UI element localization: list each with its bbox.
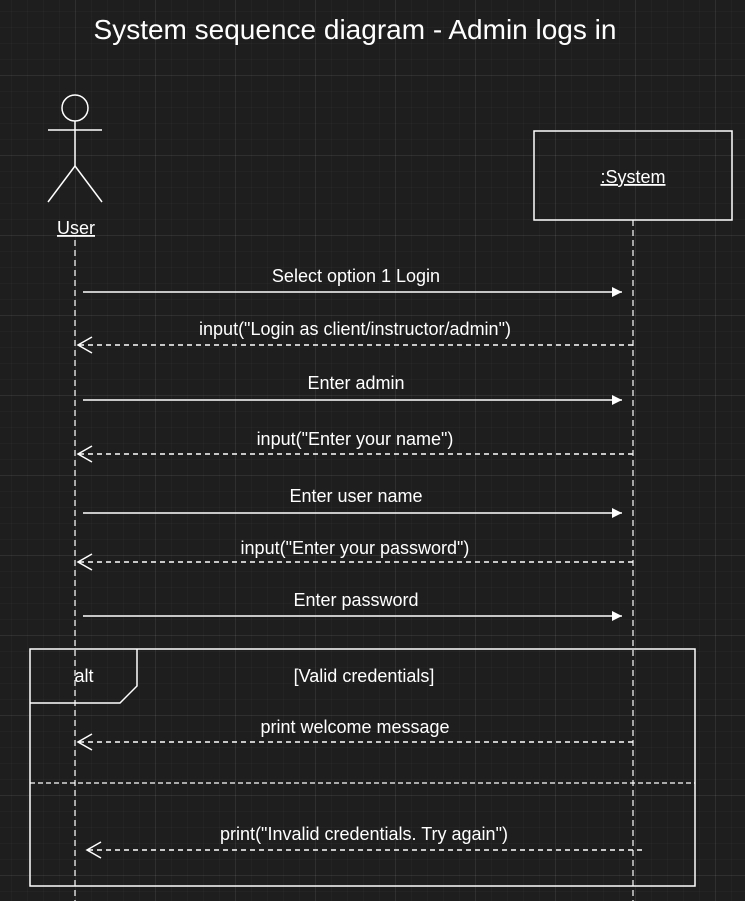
reply-welcome-message: print welcome message [76,717,633,751]
system-label: :System [600,167,665,187]
message-label: input("Enter your password") [241,538,470,558]
reply-enter-password: input("Enter your password") [76,538,633,571]
alt-guard-label: [Valid credentials] [294,666,435,686]
message-enter-user-name: Enter user name [83,486,622,518]
message-enter-password: Enter password [83,590,622,621]
alt-operator-label: alt [74,666,93,686]
reply-enter-name: input("Enter your name") [76,429,633,463]
message-label: Enter admin [307,373,404,393]
alt-operator-tab [30,649,138,704]
message-label: input("Login as client/instructor/admin"… [199,319,511,339]
user-label: User [57,218,95,238]
diagram-title: System sequence diagram - Admin logs in [93,14,617,45]
message-label: Select option 1 Login [272,266,440,286]
user-actor-icon [47,94,103,203]
message-label: Enter user name [289,486,422,506]
message-label: print welcome message [260,717,449,737]
message-enter-admin: Enter admin [83,373,622,405]
message-label: Enter password [293,590,418,610]
message-label: print("Invalid credentials. Try again") [220,824,508,844]
message-label: input("Enter your name") [257,429,454,449]
message-select-login: Select option 1 Login [83,266,622,297]
reply-invalid-credentials: print("Invalid credentials. Try again") [85,824,642,859]
reply-login-as: input("Login as client/instructor/admin"… [76,319,633,354]
alt-fragment: alt [Valid credentials] [29,648,696,887]
